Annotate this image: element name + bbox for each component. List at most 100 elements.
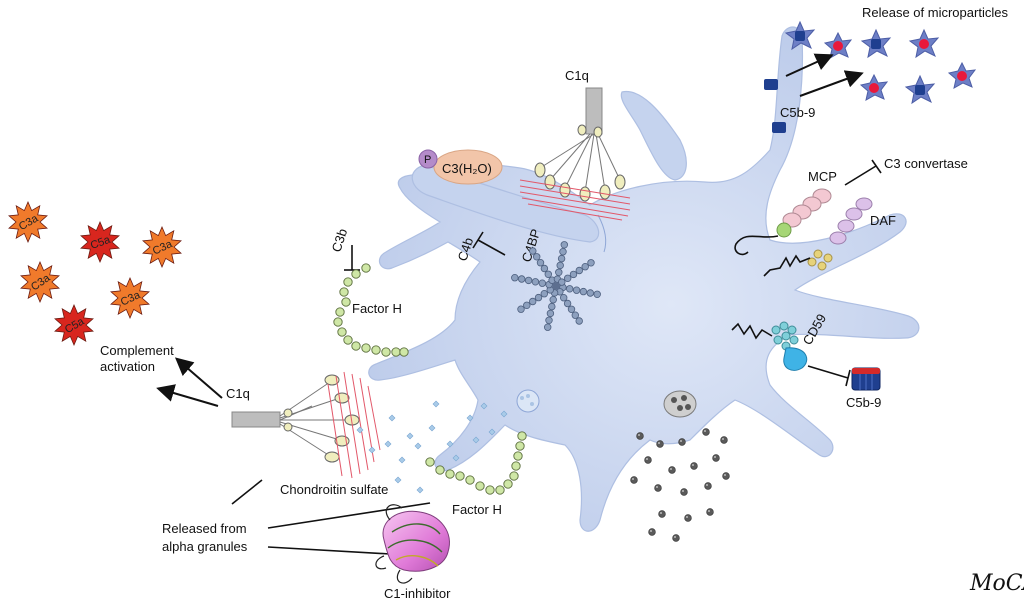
factor-h-bead	[341, 297, 351, 307]
c4bp-bead	[540, 264, 549, 273]
dense-granule-highlight	[650, 530, 652, 532]
factor-h-bead	[513, 451, 523, 461]
released-granule	[472, 436, 480, 444]
c4bp-bead	[518, 275, 526, 283]
c4bp-bead	[587, 259, 595, 267]
dense-granule	[720, 436, 728, 444]
dense-granule	[712, 454, 720, 462]
c3h2o-label: C3(H₂O)	[442, 161, 492, 176]
dense-granule-highlight	[686, 516, 688, 518]
released-granule	[394, 476, 402, 484]
anaphylatoxin-burst: C5a	[54, 303, 94, 347]
factor-h-left-group: C3b Factor H	[329, 227, 409, 357]
c4bp-bead	[544, 270, 552, 278]
complement-activation-label-line2: activation	[100, 359, 155, 374]
factor-h-bottom-group: Factor H Released from alpha granules	[162, 431, 527, 555]
factor-h-bead	[399, 347, 409, 357]
dense-granule-highlight	[722, 438, 724, 440]
dense-granule-highlight	[708, 510, 710, 512]
c4bp-bead	[540, 290, 548, 298]
c5b9-complex	[764, 79, 778, 90]
properdin-shape	[418, 149, 438, 169]
c4bp-bead	[511, 274, 519, 282]
dense-granule-highlight	[658, 442, 660, 444]
released-granule	[466, 414, 474, 422]
released-granule	[416, 486, 424, 494]
c4b-inhibition-bar	[472, 231, 484, 249]
complement-activation-group: Complement activation	[100, 343, 223, 407]
platelet-membrane-detail	[597, 214, 607, 253]
c3-convertase-label: C3 convertase	[884, 156, 968, 171]
c4bp-bead	[563, 299, 572, 308]
dense-granule	[704, 482, 712, 490]
c4bp-molecule	[511, 241, 601, 331]
dense-granule-highlight	[692, 464, 694, 466]
c4bp-bead	[523, 301, 531, 309]
c4bp-bead	[564, 274, 572, 282]
c4bp-bead	[538, 279, 546, 287]
c4bp-bead	[529, 247, 537, 255]
factor-h-bead	[335, 307, 345, 317]
dense-granule-highlight	[638, 434, 640, 436]
dense-granules	[630, 428, 730, 542]
factor-h-bead	[351, 269, 361, 279]
c4bp-bead	[559, 247, 567, 256]
c5b9-right-label: C5b-9	[846, 395, 881, 410]
released-granule	[488, 428, 496, 436]
released-pointer	[267, 546, 391, 555]
daf-label: DAF	[870, 213, 896, 228]
c1q-top-chains	[539, 133, 621, 193]
c1q-top-fibers	[519, 179, 631, 221]
c4bp-bead	[557, 254, 566, 263]
c4bp-bead	[566, 285, 574, 293]
c4bp-bead	[579, 287, 588, 296]
dense-granule	[630, 476, 638, 484]
released-granule	[446, 440, 454, 448]
cd59-tail	[731, 322, 773, 340]
c1-inhibitor-label: C1-inhibitor	[384, 586, 451, 601]
c1-inhibitor-molecule	[375, 504, 450, 584]
c4bp-bead	[560, 241, 568, 249]
factor-h-bead	[361, 343, 371, 353]
c4bp-bead	[558, 278, 566, 286]
c4bp-bead	[549, 296, 557, 304]
dense-granule	[680, 488, 688, 496]
factor-h-bead	[435, 465, 445, 475]
complement-activation-arrow	[174, 357, 223, 399]
c3-convertase-inhibition	[844, 165, 877, 186]
c4bp-core	[552, 282, 560, 290]
c5b9-complex	[772, 122, 786, 133]
c4b-inhibition	[477, 239, 506, 256]
dense-granule-highlight	[714, 456, 716, 458]
signature: MoCA	[969, 571, 1024, 596]
daf-molecule	[829, 197, 873, 245]
factor-h-bottom-label: Factor H	[452, 502, 502, 517]
factor-h-bead	[381, 347, 391, 357]
anaphylatoxin-burst: C3a	[20, 260, 60, 304]
dense-granule	[678, 438, 686, 446]
anaphylatoxin-burst: C5a	[80, 220, 120, 264]
c4bp-bead	[593, 290, 601, 298]
c1q-top-label: C1q	[565, 68, 589, 83]
factor-h-bead	[475, 481, 485, 491]
released-granule	[368, 446, 376, 454]
factor-h-bead	[361, 263, 371, 273]
dense-granule-highlight	[724, 474, 726, 476]
c5b9-right-complex	[851, 367, 881, 391]
c3h2o-shape	[433, 149, 503, 185]
released-granule	[480, 402, 488, 410]
factor-h-bead	[333, 317, 343, 327]
platelet-arm-upper-left	[411, 164, 600, 243]
c1q-left-heads	[283, 374, 360, 463]
microparticle-arrow	[785, 53, 834, 77]
complement-activation-arrow	[156, 384, 219, 407]
released-label-line1: Released from	[162, 521, 247, 536]
mcp-daf-group: MCP C3 convertase DAF	[734, 156, 968, 277]
factor-h-bead	[343, 335, 353, 345]
factor-h-bead	[445, 469, 455, 479]
daf-tail	[763, 254, 811, 277]
factor-h-bead	[351, 341, 361, 351]
c4bp-bead	[560, 294, 568, 302]
